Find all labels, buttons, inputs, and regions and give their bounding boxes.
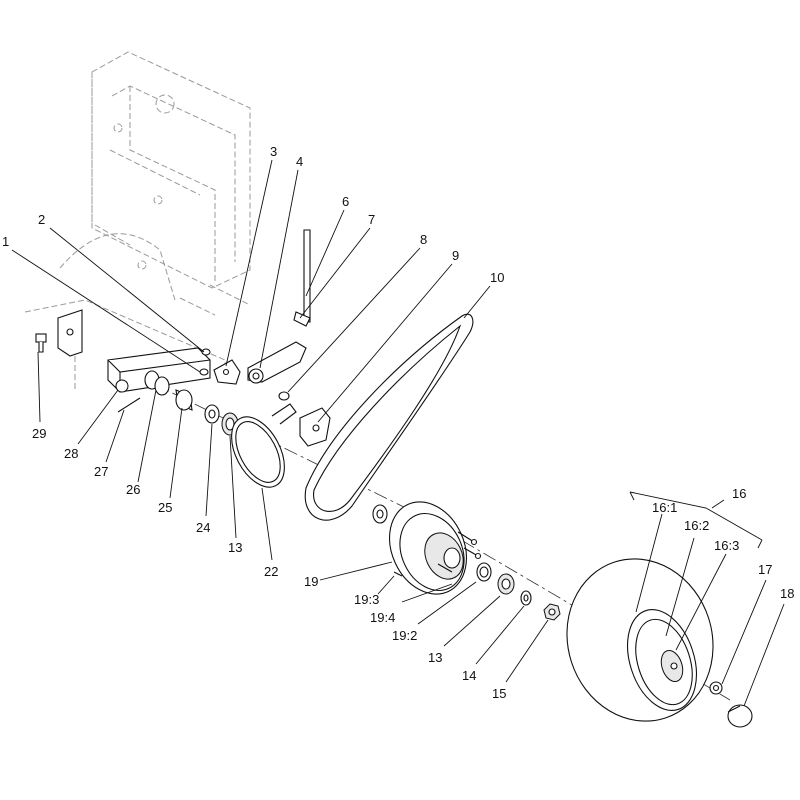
callout-19: 19: [304, 574, 318, 589]
callout-13-right: 13: [428, 650, 442, 665]
callout-14: 14: [462, 668, 476, 683]
callout-19-2: 19:2: [392, 628, 417, 643]
callout-27: 27: [94, 464, 108, 479]
frame-housing-ghost: [24, 51, 251, 390]
screw-19-3: [393, 571, 403, 577]
callout-10: 10: [490, 270, 504, 285]
callout-2: 2: [38, 212, 45, 227]
brake-lever-4: [247, 341, 307, 384]
callout-16-3: 16:3: [714, 538, 739, 553]
link-plate-3: [213, 359, 241, 385]
callout-7: 7: [368, 212, 375, 227]
callout-8: 8: [420, 232, 427, 247]
mount-bracket: [57, 309, 83, 357]
callout-16-1: 16:1: [652, 500, 677, 515]
callout-24: 24: [196, 520, 210, 535]
callout-18: 18: [780, 586, 794, 601]
hub-pulley-19: [389, 501, 482, 595]
callout-22: 22: [264, 564, 278, 579]
bracket-9: [299, 407, 331, 447]
bearing-13-right: [497, 573, 515, 595]
pin-2: [201, 348, 211, 356]
callout-25: 25: [158, 500, 172, 515]
callout-29: 29: [32, 426, 46, 441]
washer-24: [204, 404, 220, 424]
axle-tube: [107, 347, 211, 393]
drive-belt-10: [304, 313, 474, 521]
washer-14: [520, 590, 532, 606]
leader-lines: [11, 159, 785, 707]
callout-28: 28: [64, 446, 78, 461]
nut-28: [115, 379, 129, 393]
group-bracket-16: [629, 491, 763, 541]
bushing-26: [144, 370, 170, 396]
callout-26: 26: [126, 482, 140, 497]
callout-19-3: 19:3: [354, 592, 379, 607]
callout-16-2: 16:2: [684, 518, 709, 533]
callout-19-4: 19:4: [370, 610, 395, 625]
brake-rod-6: [293, 229, 311, 327]
bolt-29: [35, 333, 47, 353]
clip-8: [278, 391, 290, 401]
pin-27: [117, 397, 141, 413]
callout-4: 4: [296, 154, 303, 169]
wheel-assembly-16: [566, 558, 714, 722]
callout-13-left: 13: [228, 540, 242, 555]
callout-9: 9: [452, 248, 459, 263]
clip-1: [199, 368, 209, 376]
callout-1: 1: [2, 234, 9, 249]
seal-19-2: [476, 562, 492, 582]
spacer-25: [175, 389, 193, 411]
hub-cap-18: [727, 704, 753, 728]
callout-3: 3: [270, 144, 277, 159]
callout-6: 6: [342, 194, 349, 209]
nut-17: [709, 681, 723, 695]
callout-16: 16: [732, 486, 746, 501]
nut-15: [543, 603, 561, 621]
brake-band-22: [231, 403, 297, 488]
washer-19-spacer: [372, 504, 388, 524]
callout-17: 17: [758, 562, 772, 577]
callout-15: 15: [492, 686, 506, 701]
